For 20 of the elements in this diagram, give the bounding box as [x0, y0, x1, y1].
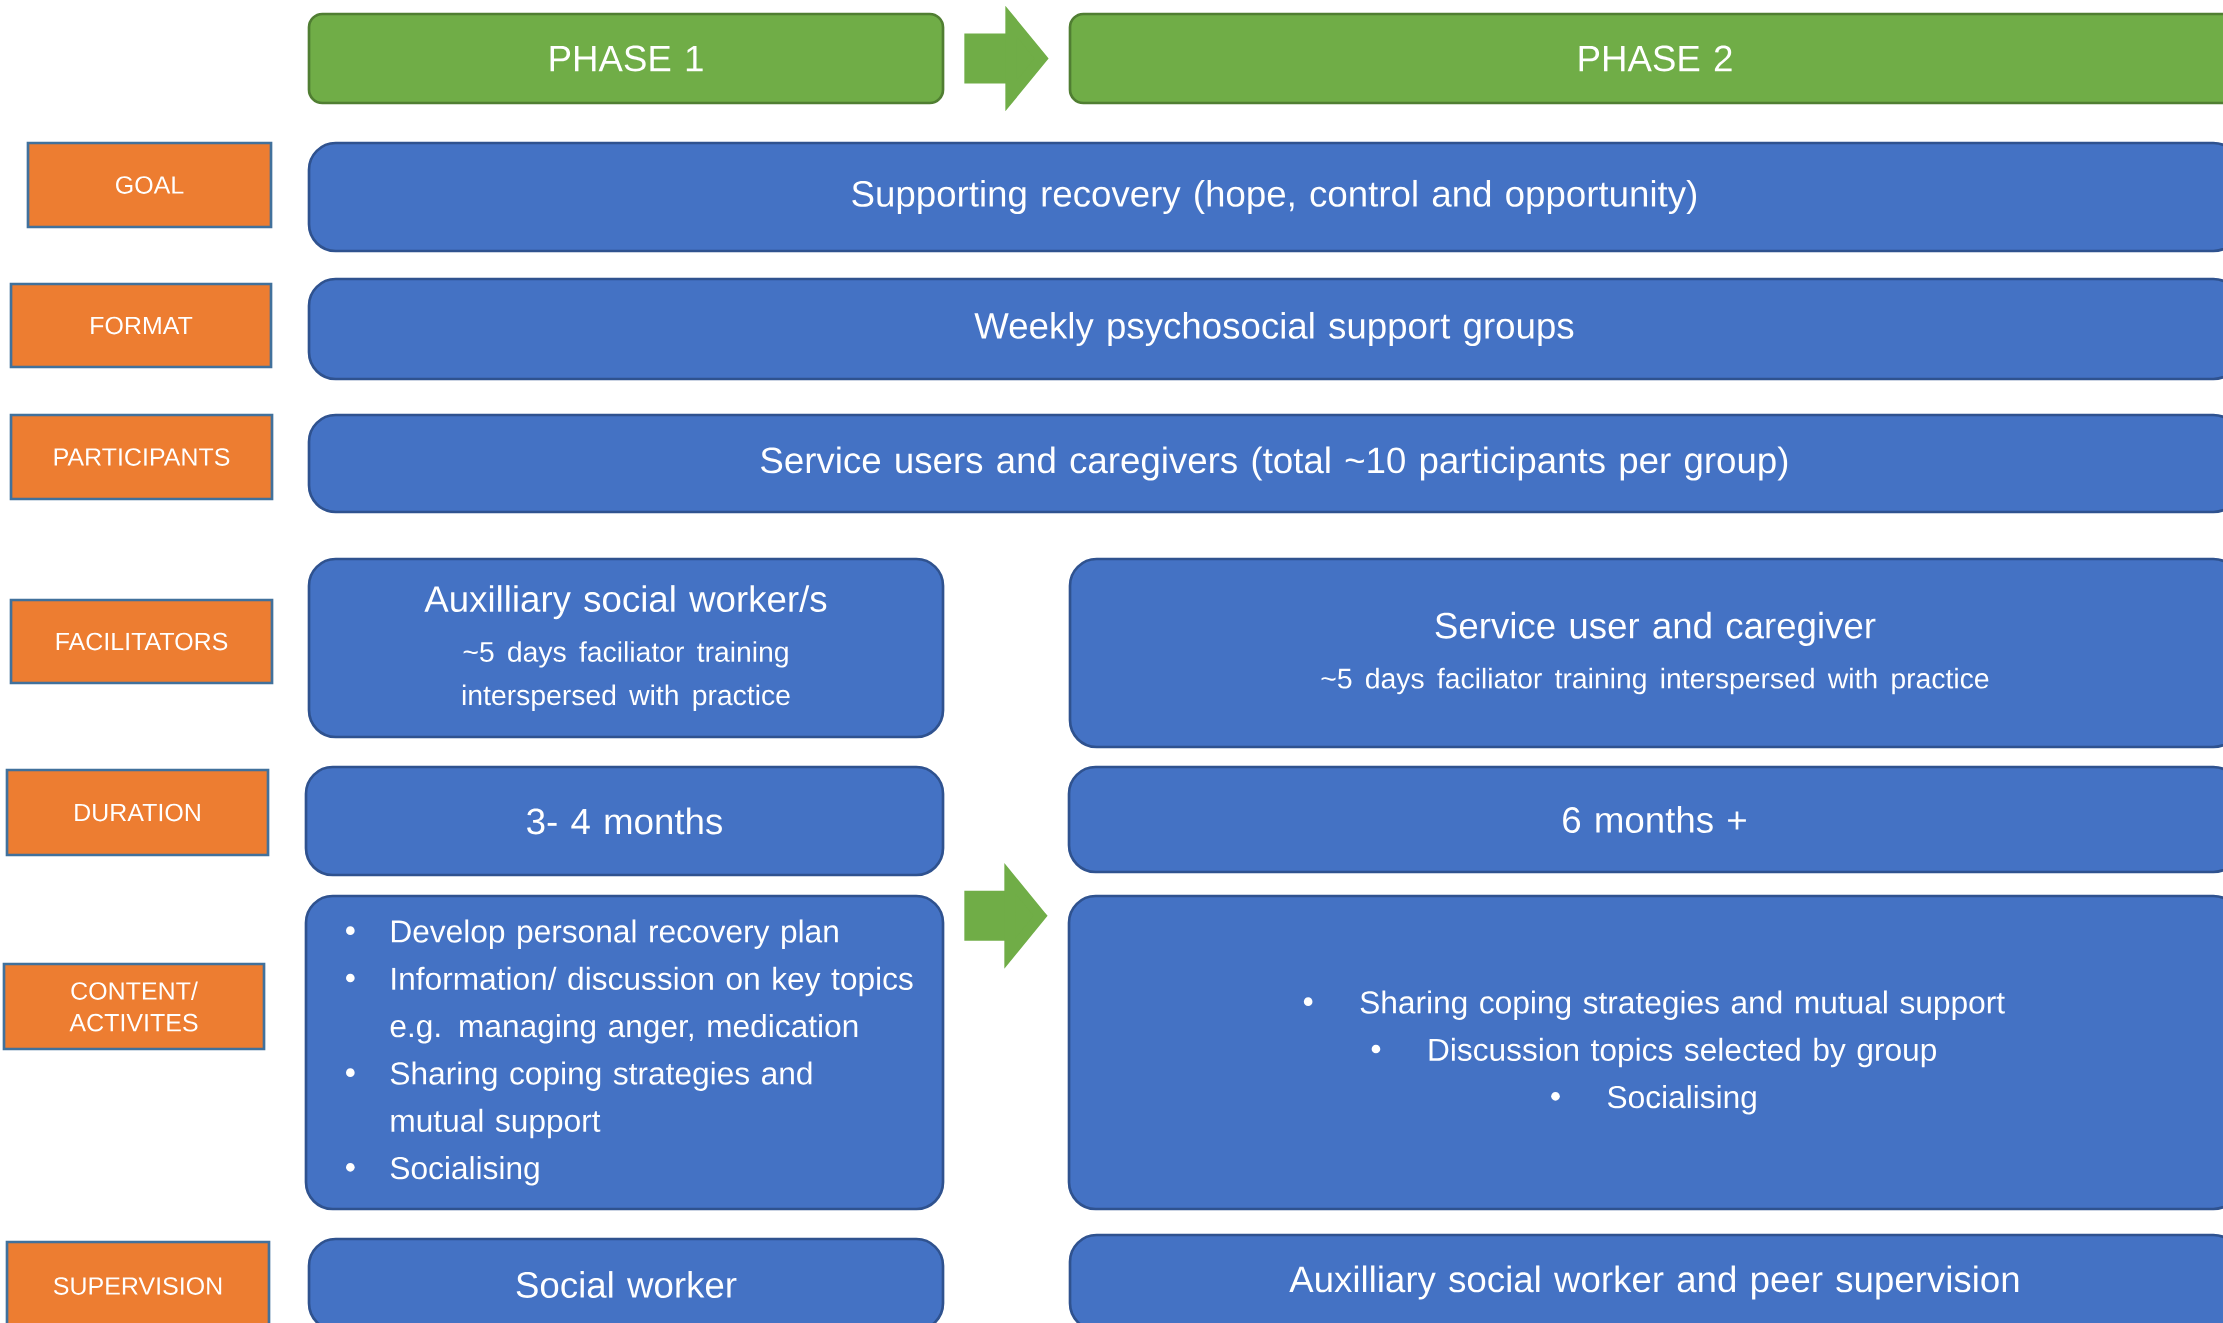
content-box: Auxilliary social worker/s ~5 days faciliator training interspersed with practice: [307, 557, 945, 739]
phase-box: PHASE 1: [307, 12, 945, 105]
row-label: PARTICIPANTS: [9, 413, 274, 501]
content-box: 3- 4 months: [304, 765, 945, 877]
content-box: Weekly psychosocial support groups: [307, 277, 2223, 381]
phase-box: PHASE 2: [1068, 12, 2223, 105]
row-label: SUPERVISION: [5, 1240, 271, 1323]
row-label: DURATION: [5, 768, 270, 857]
content-box: 6 months +: [1067, 765, 2223, 874]
content-box: Auxilliary social worker and peer supervision: [1068, 1233, 2223, 1323]
row-label: FACILITATORS: [9, 598, 274, 685]
content-box: Sharing coping strategies and mutual support Discussion topics selected by group Socialising: [1067, 894, 2223, 1211]
row-label: CONTENT/ ACTIVITES: [2, 962, 266, 1051]
row-label: FORMAT: [9, 282, 273, 369]
content-box: Service user and caregiver ~5 days faciliator training interspersed with practice: [1068, 557, 2223, 749]
content-box: Supporting recovery (hope, control and opportunity): [307, 141, 2223, 253]
content-box: Service users and caregivers (total ~10 participants per group): [307, 413, 2223, 514]
content-box: Develop personal recovery plan Information/ discussion on key topics e.g. managing anger, medication Sharing coping strategies and mutual support Socialising: [304, 894, 945, 1211]
content-box: Social worker: [307, 1237, 945, 1323]
row-label: GOAL: [26, 141, 273, 229]
